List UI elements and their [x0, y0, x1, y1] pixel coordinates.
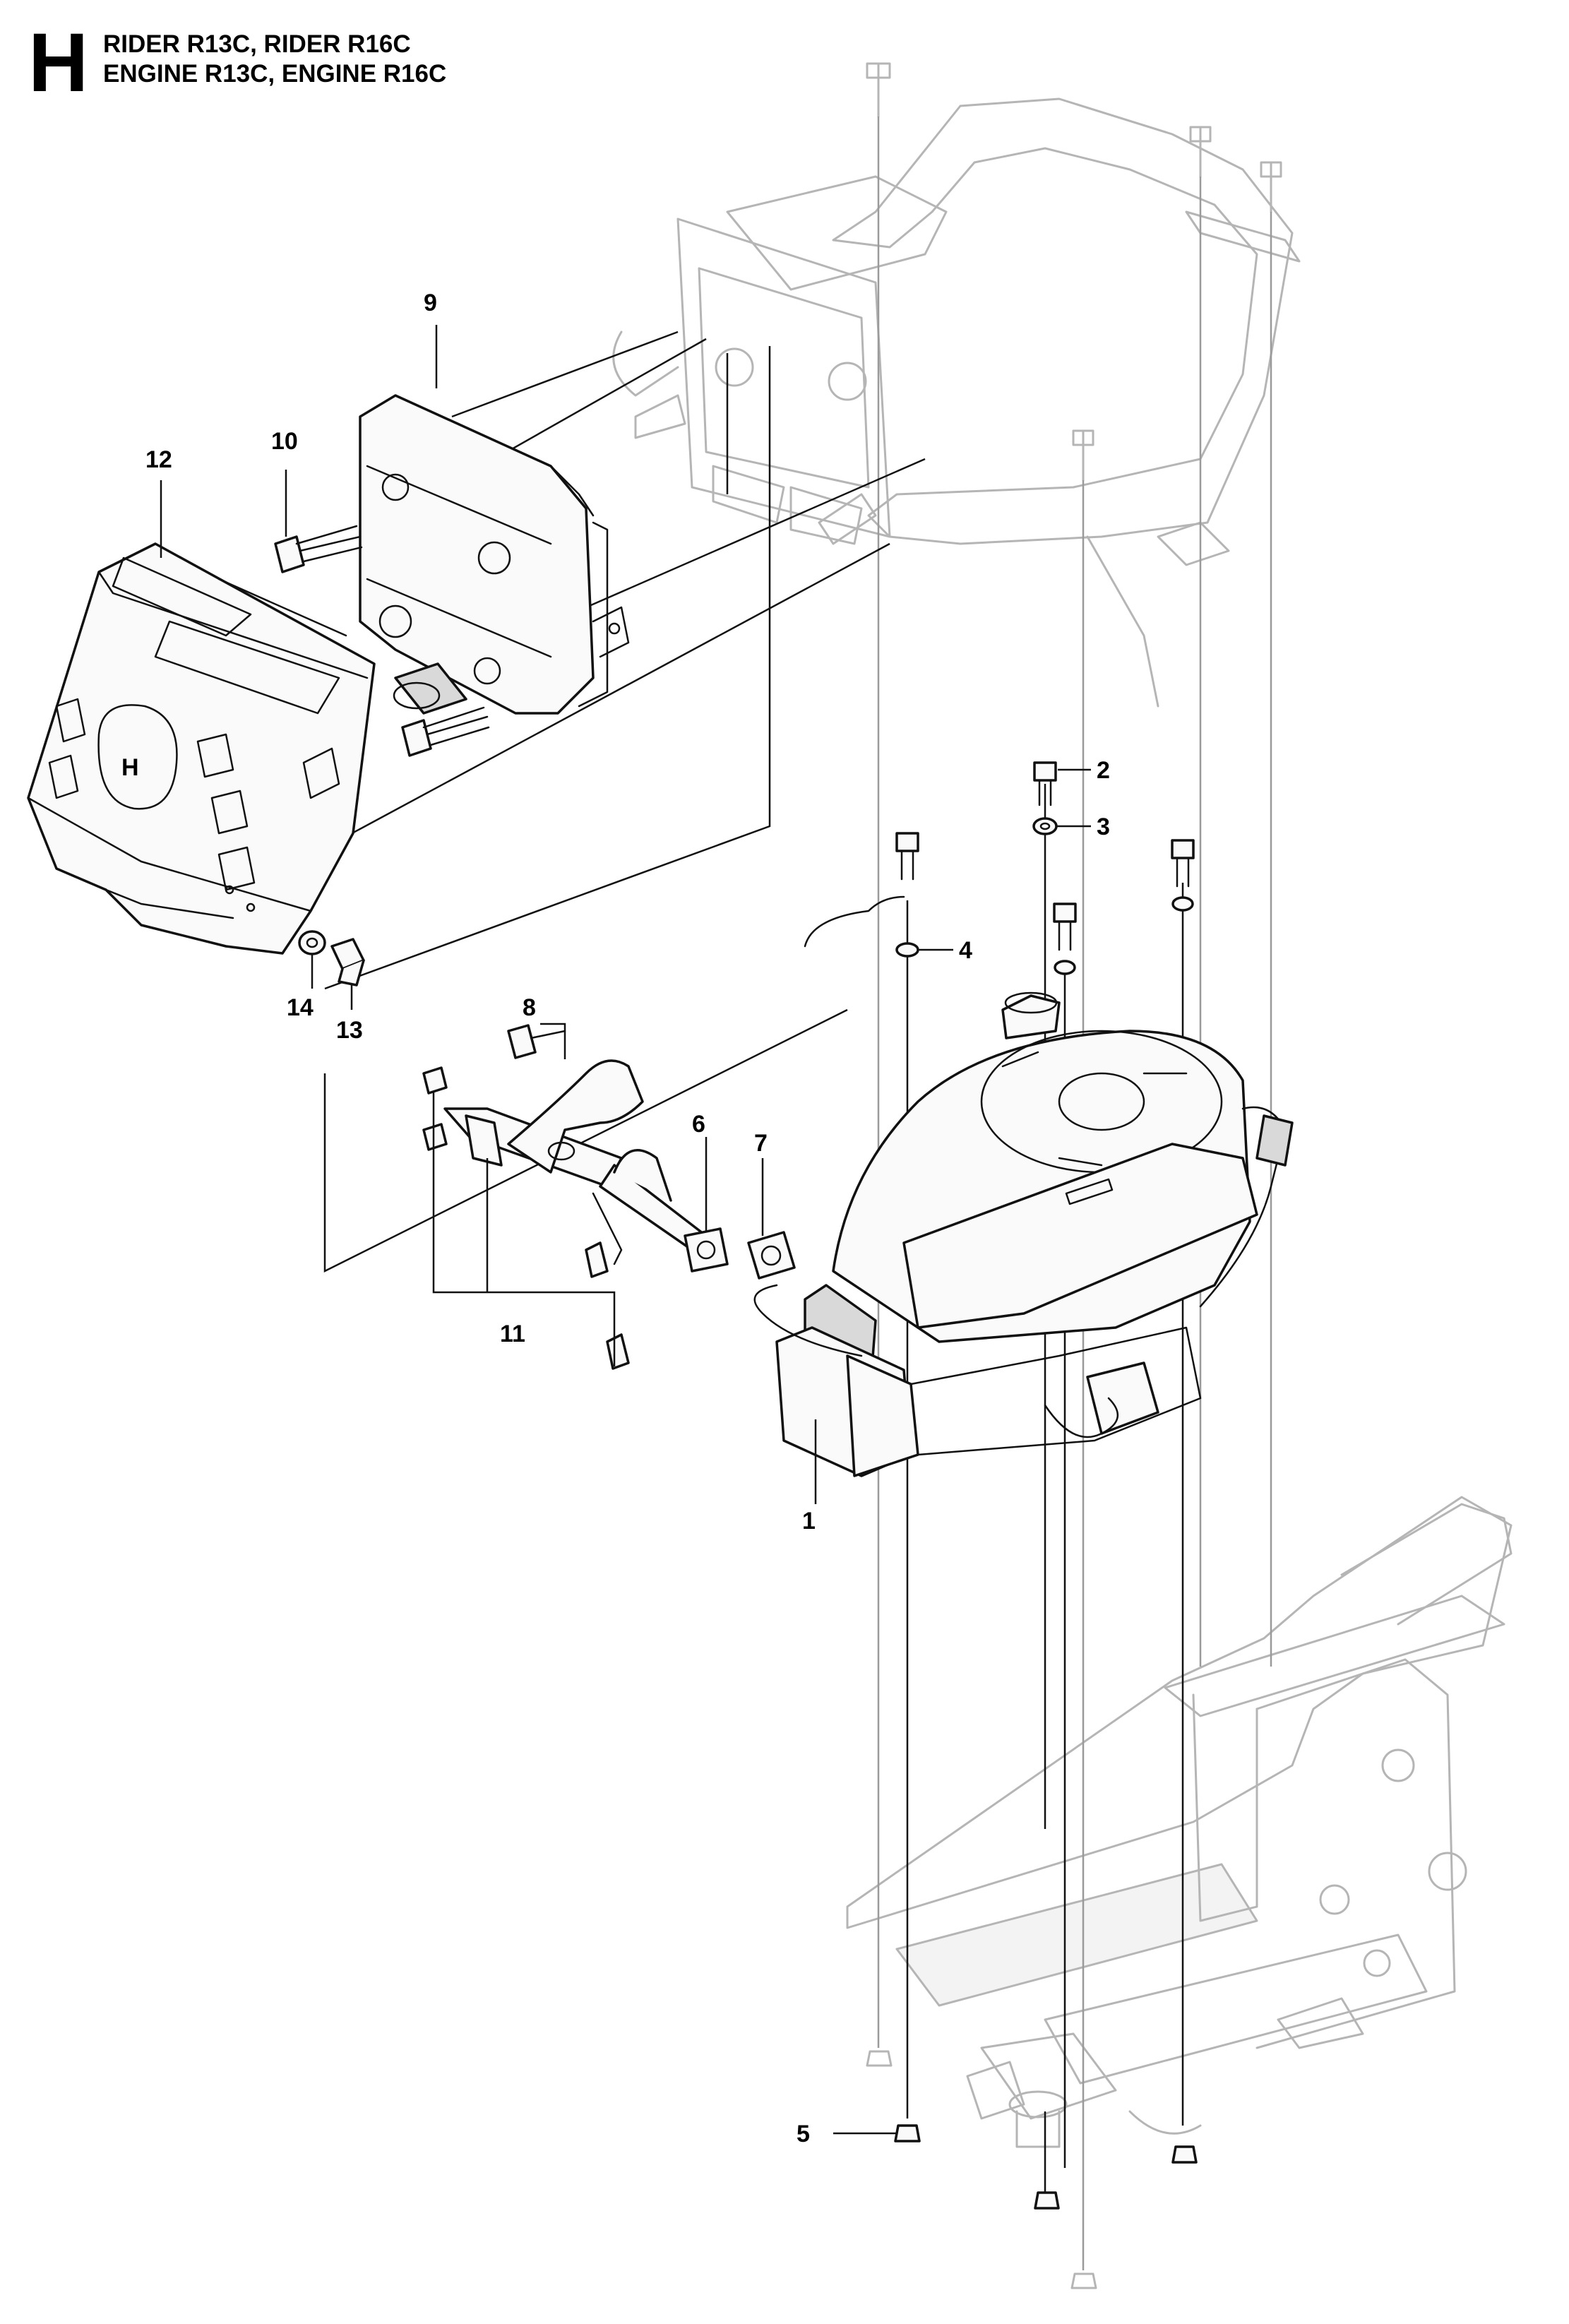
diagram-title: RIDER R13C, RIDER R16C ENGINE R13C, ENGI… [103, 30, 446, 89]
callout-9: 9 [424, 290, 437, 316]
callout-5: 5 [797, 2121, 810, 2147]
muffler [359, 394, 630, 715]
exhaust-pipe-assembly [443, 1059, 708, 1265]
callout-8: 8 [523, 994, 536, 1021]
muffler-cover: H [27, 542, 376, 955]
title-line-rider: RIDER R13C, RIDER R16C [103, 30, 411, 58]
callout-12: 12 [145, 446, 172, 473]
gasket-7 [747, 1231, 796, 1280]
callout-7: 7 [754, 1130, 768, 1157]
flange-bolt-13 [330, 938, 365, 987]
engine-bolts [804, 832, 1195, 975]
chassis-ghost [846, 1496, 1513, 2148]
bolt-8 [507, 1024, 566, 1059]
brand-emblem: H [121, 754, 139, 781]
callout-labels: 1 2 3 4 5 6 7 8 9 10 11 12 13 14 [145, 290, 1110, 2147]
callout-13: 13 [336, 1017, 363, 1044]
callout-3: 3 [1097, 814, 1110, 840]
washer-14 [298, 930, 326, 955]
callout-10: 10 [271, 428, 298, 455]
leader-lines [160, 325, 1091, 2135]
engine [753, 991, 1294, 1477]
gasket-6 [684, 1227, 729, 1273]
nuts-11 [422, 1066, 630, 1370]
callout-6: 6 [692, 1111, 705, 1138]
callout-14: 14 [287, 994, 314, 1021]
bolt-10 [274, 525, 363, 573]
callout-11: 11 [500, 1321, 525, 1347]
bolt-2 [1033, 761, 1057, 806]
callout-4: 4 [959, 937, 972, 964]
washer-3 [1032, 817, 1058, 835]
callout-1: 1 [802, 1508, 816, 1535]
bolt-10b [401, 706, 490, 757]
callout-2: 2 [1097, 757, 1110, 784]
assembly-guide-lines [877, 117, 1272, 2270]
title-line-engine: ENGINE R13C, ENGINE R16C [103, 60, 447, 88]
section-letter: H [28, 16, 89, 109]
rider-frame-ghost [612, 62, 1301, 708]
lock-washer-4 [895, 942, 919, 958]
nut-5 [866, 2050, 1198, 2289]
